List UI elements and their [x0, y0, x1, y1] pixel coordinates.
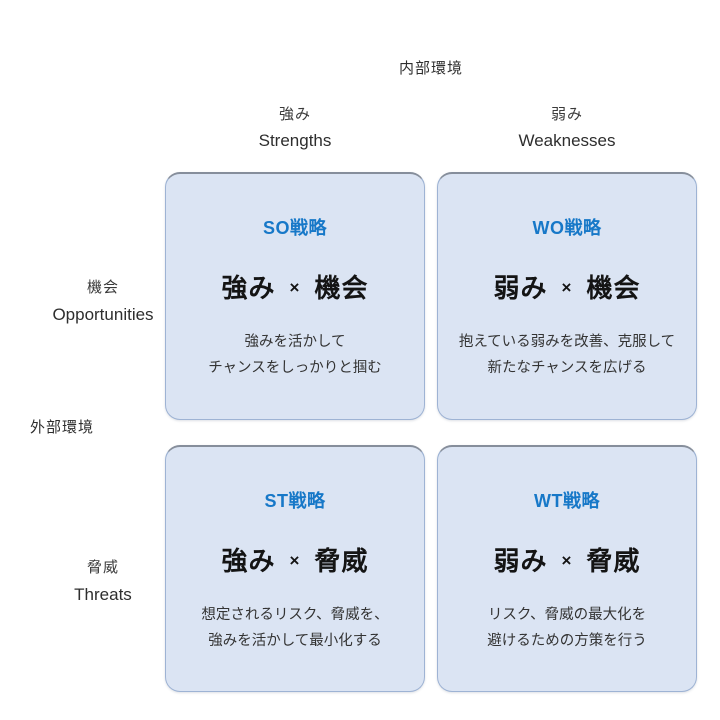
st-desc-line1: 想定されるリスク、脅威を、 — [201, 607, 389, 623]
wt-strategy-description: リスク、脅威の最大化を 避けるための方策を行う — [487, 602, 647, 654]
wt-strategy-title: WT戦略 — [534, 491, 600, 511]
so-formula-right: 機会 — [314, 273, 369, 303]
multiply-sign: × — [561, 550, 573, 570]
st-strategy-formula: 強み × 脅威 — [222, 541, 369, 578]
st-strategy-description: 想定されるリスク、脅威を、 強みを活かして最小化する — [201, 602, 388, 654]
st-strategy-title: ST戦略 — [264, 491, 326, 511]
so-desc-line2: チャンスをしっかりと掴む — [208, 360, 382, 377]
row-header-opportunities: 機会 Opportunities — [18, 276, 188, 325]
wo-formula-left: 弱み — [493, 273, 548, 303]
st-formula-right: 脅威 — [314, 546, 369, 576]
threats-en-label: Threats — [74, 585, 132, 604]
quadrant-wo-strategy: WO戦略 弱み × 機会 抱えている弱みを改善、克服して 新たなチャンスを広げる — [437, 172, 697, 420]
wt-desc-line1: リスク、脅威の最大化を — [487, 607, 647, 623]
st-formula-left: 強み — [221, 546, 276, 576]
so-desc-line1: 強みを活かして — [244, 334, 346, 350]
quadrant-wt-strategy: WT戦略 弱み × 脅威 リスク、脅威の最大化を 避けるための方策を行う — [437, 445, 697, 692]
wt-formula-left: 弱み — [493, 546, 548, 576]
wo-formula-right: 機会 — [586, 273, 641, 303]
wo-strategy-description: 抱えている弱みを改善、克服して 新たなチャンスを広げる — [459, 329, 675, 381]
quadrant-so-strategy: SO戦略 強み × 機会 強みを活かして チャンスをしっかりと掴む — [165, 172, 425, 420]
column-header-strengths: 強み Strengths — [165, 103, 425, 151]
weaknesses-jp-label: 弱み — [550, 106, 583, 123]
so-strategy-description: 強みを活かして チャンスをしっかりと掴む — [208, 329, 382, 381]
column-header-weaknesses: 弱み Weaknesses — [437, 103, 697, 151]
so-strategy-title: SO戦略 — [262, 218, 327, 238]
wt-formula-right: 脅威 — [586, 546, 641, 576]
strengths-en-label: Strengths — [258, 131, 332, 150]
internal-environment-label: 内部環境 — [398, 60, 463, 77]
quadrant-st-strategy: ST戦略 強み × 脅威 想定されるリスク、脅威を、 強みを活かして最小化する — [165, 445, 425, 692]
so-strategy-formula: 強み × 機会 — [222, 268, 369, 305]
st-desc-line2: 強みを活かして最小化する — [208, 633, 382, 650]
wo-desc-line1: 抱えている弱みを改善、克服して — [458, 334, 676, 350]
so-formula-left: 強み — [221, 273, 276, 303]
wo-desc-line2: 新たなチャンスを広げる — [487, 360, 647, 377]
wo-strategy-title: WO戦略 — [532, 218, 602, 238]
strengths-jp-label: 強み — [278, 106, 311, 123]
wt-strategy-formula: 弱み × 脅威 — [494, 541, 641, 578]
opportunities-jp-label: 機会 — [86, 279, 119, 296]
opportunities-en-label: Opportunities — [52, 305, 154, 324]
multiply-sign: × — [289, 550, 301, 570]
wo-strategy-formula: 弱み × 機会 — [494, 268, 641, 305]
threats-jp-label: 脅威 — [86, 559, 119, 576]
multiply-sign: × — [561, 277, 573, 297]
external-environment-label: 外部環境 — [30, 419, 95, 436]
wt-desc-line2: 避けるための方策を行う — [487, 633, 647, 650]
weaknesses-en-label: Weaknesses — [518, 131, 616, 150]
multiply-sign: × — [289, 277, 301, 297]
row-header-threats: 脅威 Threats — [18, 556, 188, 605]
